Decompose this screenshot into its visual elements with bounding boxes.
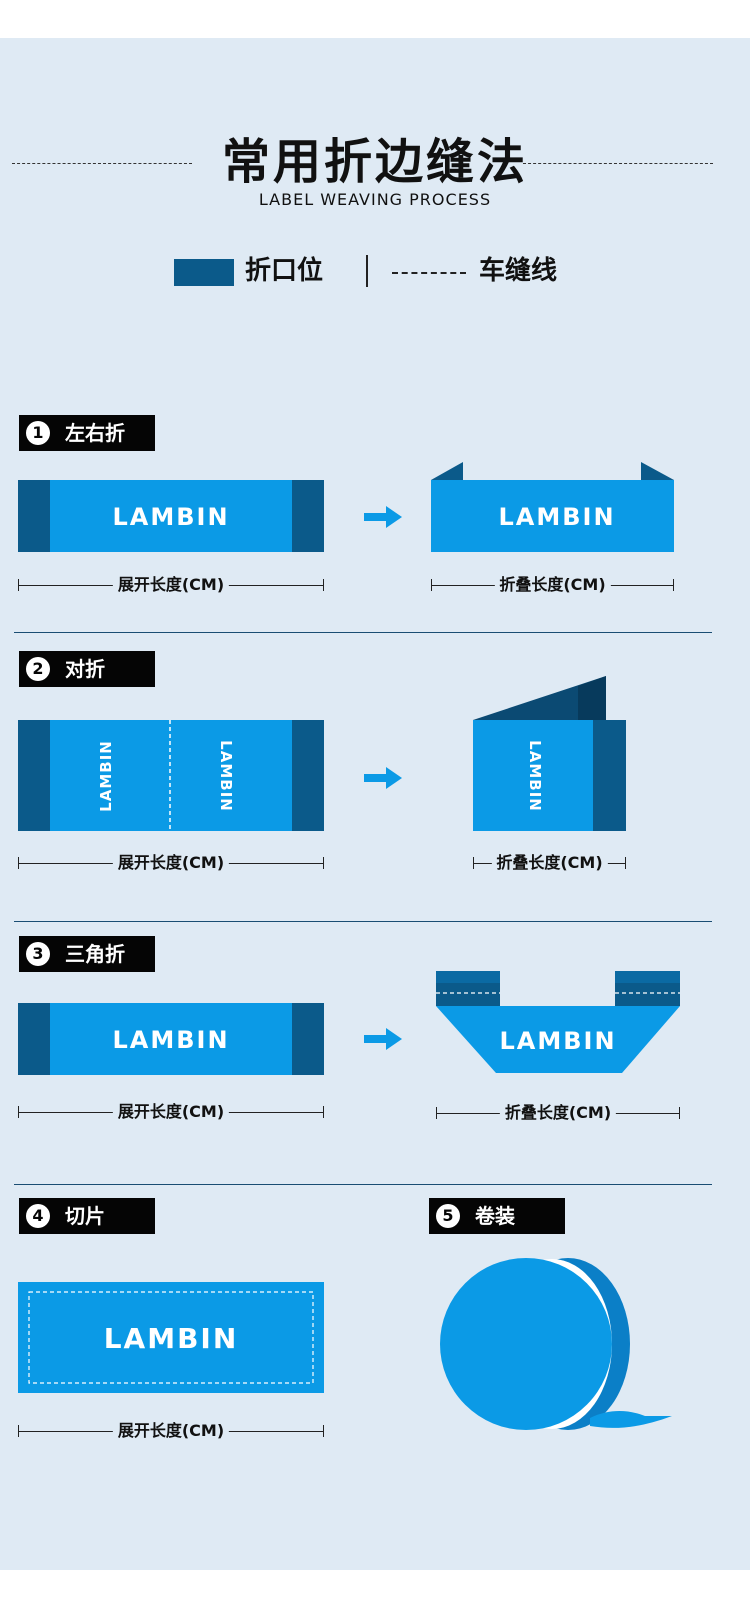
brand-text: LAMBIN <box>498 503 615 531</box>
brand-text: LAMBIN <box>112 1026 229 1054</box>
section-4-label: 4 切片 <box>19 1198 155 1234</box>
dimension-folded: 折叠长度(CM) <box>431 575 674 595</box>
back-flap <box>473 676 606 720</box>
arrow-icon <box>364 506 402 528</box>
dimension-label: 展开长度(CM) <box>112 1421 230 1441</box>
brand-text: LAMBIN <box>97 740 115 812</box>
fold-left-flap <box>431 462 463 480</box>
dimension-unfolded: 展开长度(CM) <box>18 853 324 873</box>
brand-text: LAMBIN <box>499 1027 616 1055</box>
section-number: 5 <box>436 1204 460 1228</box>
section-divider <box>14 921 712 922</box>
dimension-label: 展开长度(CM) <box>112 575 230 595</box>
section-title: 对折 <box>65 657 105 681</box>
dimension-unfolded: 展开长度(CM) <box>18 1102 324 1122</box>
fold-left <box>18 480 50 552</box>
fold-legend-swatch <box>174 259 234 286</box>
section-title: 三角折 <box>65 942 125 966</box>
section-4-cut-label: LAMBIN <box>18 1282 324 1393</box>
stitch-legend-line <box>392 272 466 274</box>
dimension-unfolded: 展开长度(CM) <box>18 575 324 595</box>
dimension-unfolded: 展开长度(CM) <box>18 1421 324 1441</box>
dimension-folded: 折叠长度(CM) <box>473 853 626 873</box>
section-title: 左右折 <box>65 421 125 445</box>
dimension-label: 折叠长度(CM) <box>499 1103 617 1123</box>
roll-tail <box>590 1411 672 1428</box>
section-3-folded-label: LAMBIN <box>436 971 680 1073</box>
section-2-label: 2 对折 <box>19 651 155 687</box>
arrow-icon <box>364 1028 402 1050</box>
stitch-legend-label: 车缝线 <box>479 256 558 286</box>
fold-right <box>292 1003 324 1075</box>
roll-face <box>440 1258 612 1430</box>
section-2-folded-label: LAMBIN <box>473 676 626 831</box>
section-3-label: 3 三角折 <box>19 936 155 972</box>
section-1-unfolded-label: LAMBIN <box>18 480 324 552</box>
section-title: 切片 <box>65 1204 105 1228</box>
dimension-folded: 折叠长度(CM) <box>436 1103 680 1123</box>
fold-right <box>593 720 626 831</box>
section-number: 4 <box>26 1204 50 1228</box>
stitch-outline <box>28 1291 314 1384</box>
fold-right <box>292 720 324 831</box>
dimension-label: 展开长度(CM) <box>112 853 230 873</box>
page-subtitle: LABEL WEAVING PROCESS <box>258 190 492 209</box>
section-3-unfolded-label: LAMBIN <box>18 1003 324 1075</box>
section-1-folded-label: LAMBIN <box>431 462 674 552</box>
title-rule-right <box>523 163 713 164</box>
dimension-label: 折叠长度(CM) <box>494 575 611 595</box>
fold-left <box>18 720 50 831</box>
brand-text: LAMBIN <box>526 740 544 812</box>
page-title: 常用折边缝法 <box>221 134 528 190</box>
fold-legend-label: 折口位 <box>245 256 324 286</box>
dimension-label: 折叠长度(CM) <box>491 853 608 873</box>
title-rule-left <box>12 163 192 164</box>
section-5-label: 5 卷装 <box>429 1198 565 1234</box>
dimension-label: 展开长度(CM) <box>112 1102 230 1122</box>
brand-text: LAMBIN <box>112 503 229 531</box>
fold-left <box>18 1003 50 1075</box>
section-number: 2 <box>26 657 50 681</box>
section-1-label: 1 左右折 <box>19 415 155 451</box>
fold-right-flap <box>641 462 674 480</box>
legend-separator <box>366 255 368 287</box>
section-divider <box>14 1184 712 1185</box>
section-title: 卷装 <box>475 1204 515 1228</box>
roll-illustration <box>440 1258 672 1430</box>
fold-right <box>292 480 324 552</box>
section-2-unfolded-label: LAMBIN LAMBIN <box>18 720 324 831</box>
arrow-icon <box>364 767 402 789</box>
section-number: 3 <box>26 942 50 966</box>
trapezoid-body <box>436 1006 680 1073</box>
section-divider <box>14 632 712 633</box>
brand-text: LAMBIN <box>104 1322 239 1355</box>
section-number: 1 <box>26 421 50 445</box>
brand-text: LAMBIN <box>217 740 235 812</box>
